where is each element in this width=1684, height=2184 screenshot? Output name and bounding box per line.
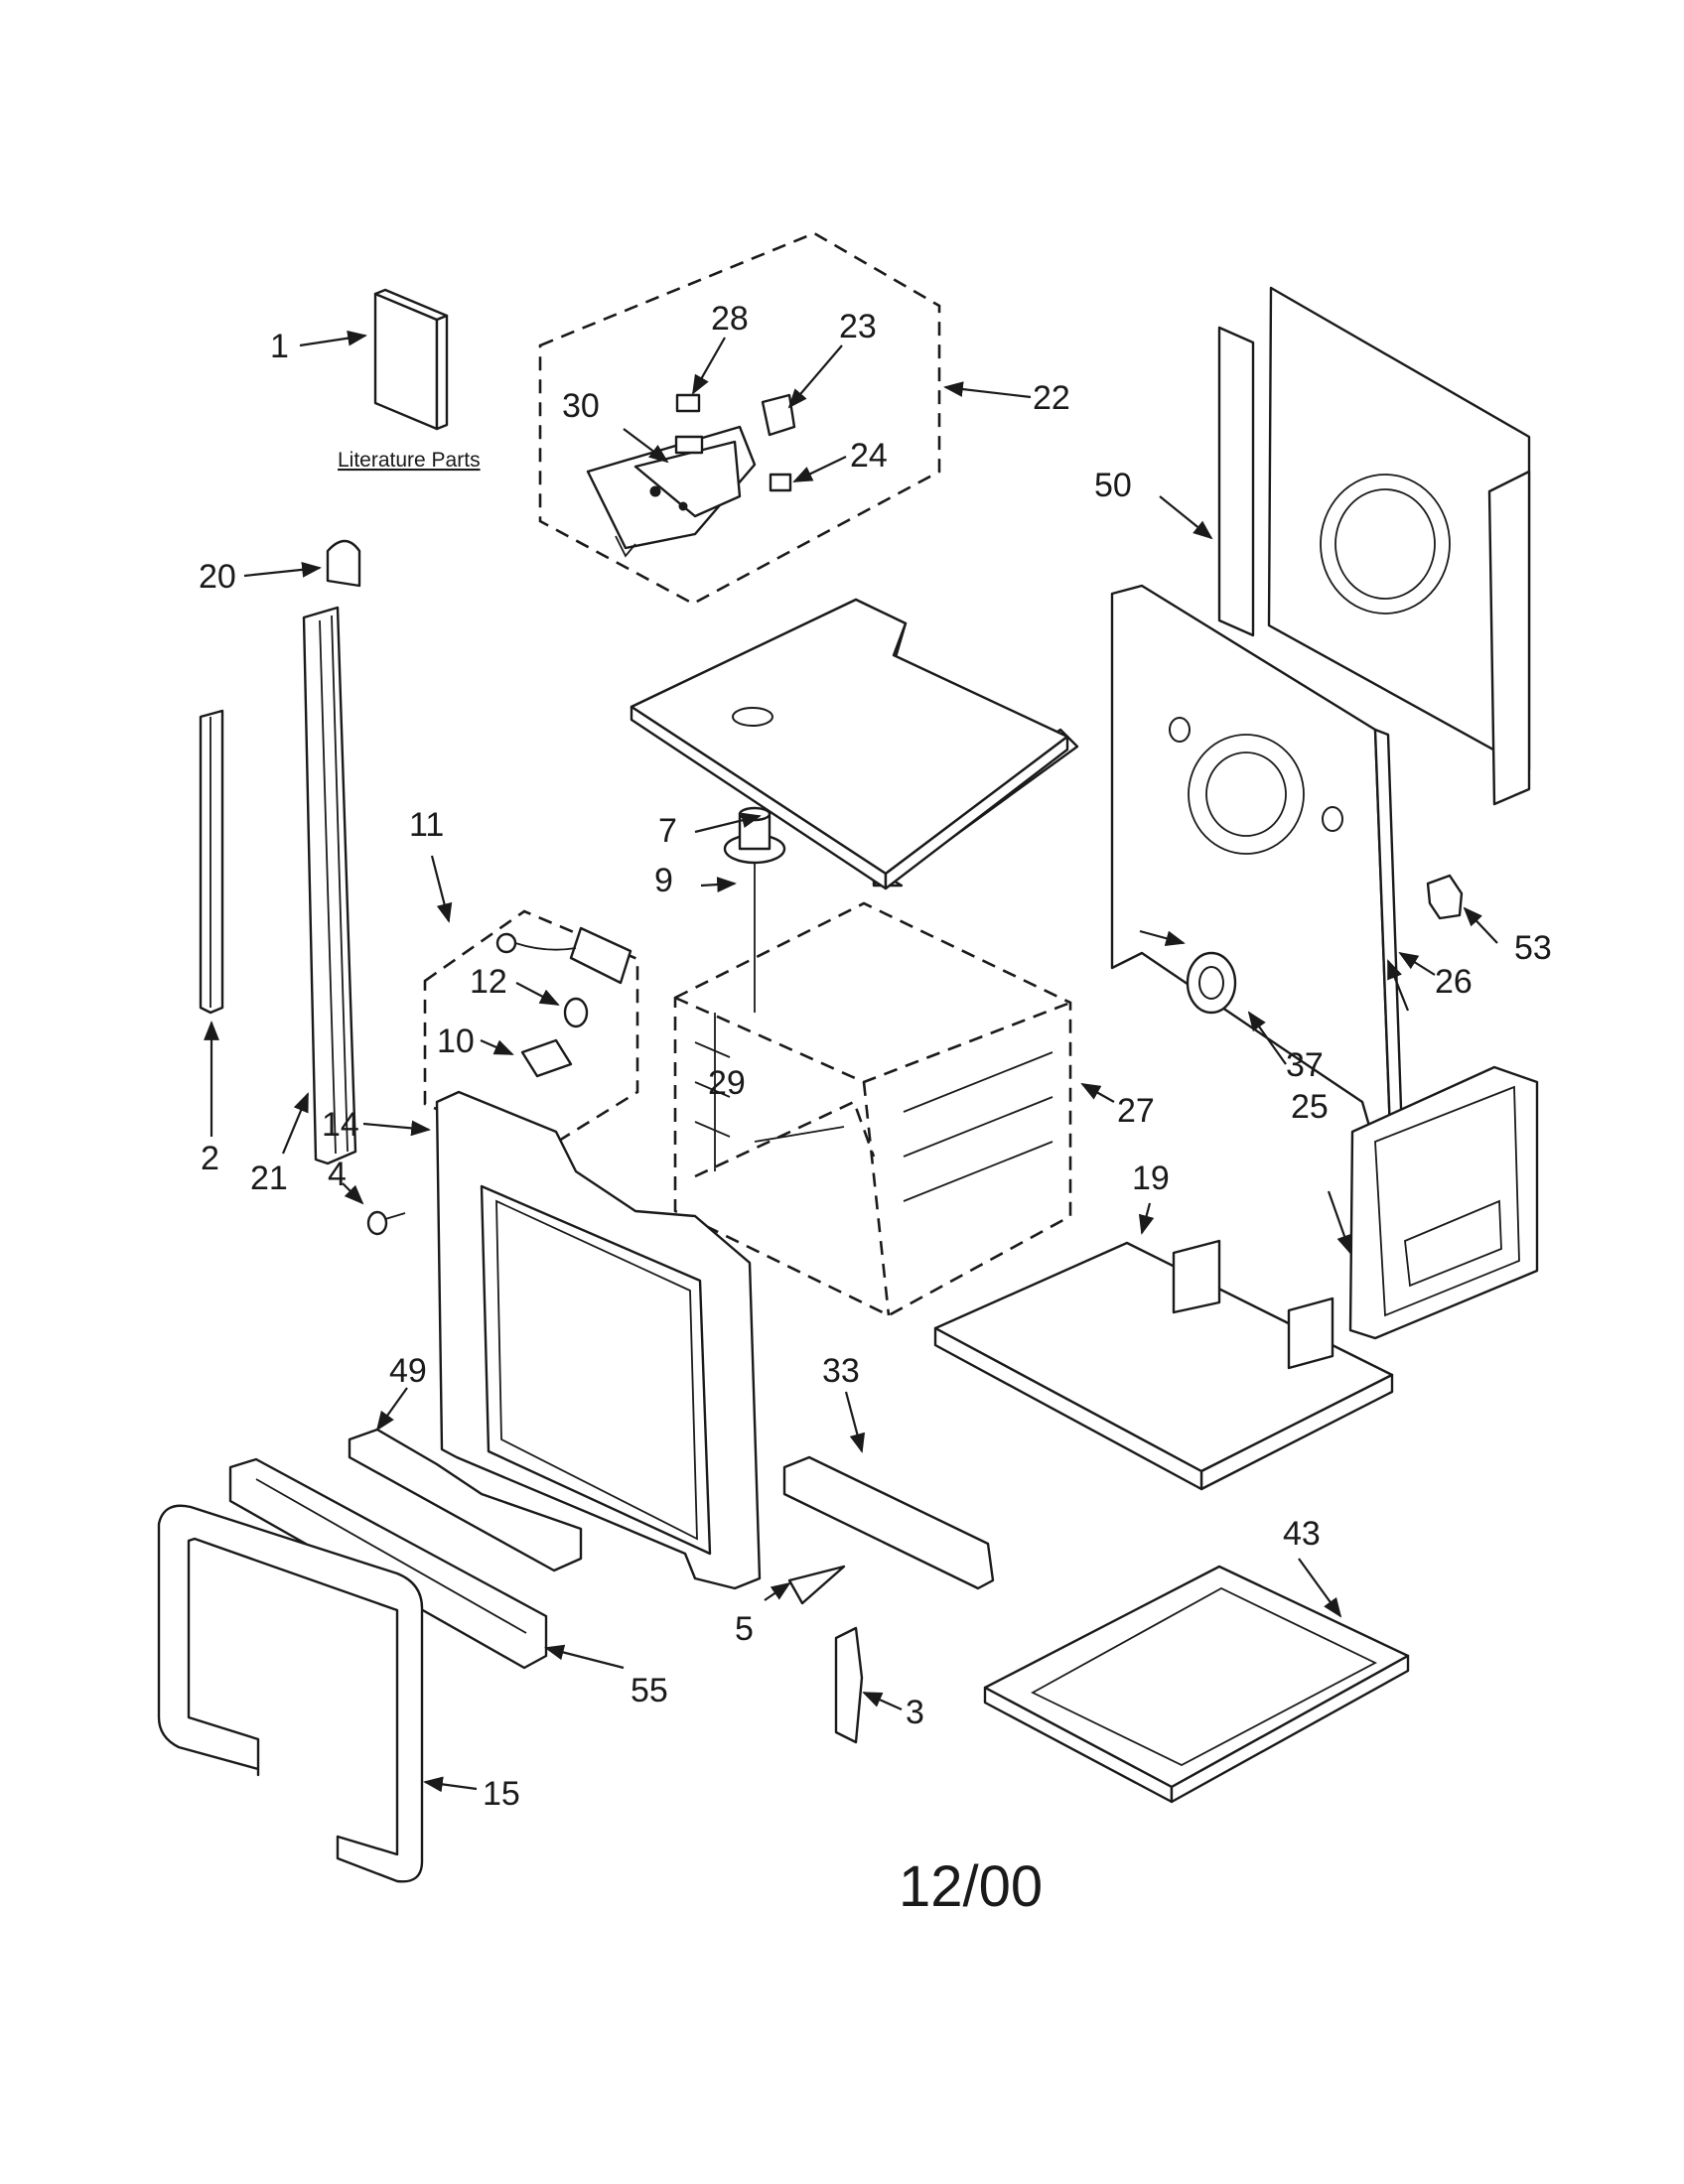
part-14-front-frame (435, 1090, 762, 1590)
callout-20: 20 (199, 558, 236, 596)
callout-5: 5 (735, 1610, 754, 1648)
part-37-gasket (1186, 951, 1237, 1015)
callout-23: 23 (839, 308, 877, 345)
part-22-control-assembly (538, 231, 941, 606)
part-43-bottom-frame (983, 1565, 1410, 1804)
callout-43: 43 (1283, 1515, 1321, 1553)
callout-15: 15 (483, 1775, 520, 1813)
callout-26: 26 (1435, 963, 1473, 1001)
callout-28: 28 (711, 300, 749, 338)
callout-4: 4 (328, 1156, 347, 1193)
date-code: 12/00 (899, 1854, 1043, 1919)
callout-11: 11 (409, 806, 444, 844)
part-4-screw (366, 1210, 406, 1236)
part-53-bracket (1426, 874, 1464, 920)
part-15-gasket (157, 1504, 424, 1883)
part-19-bottom-panel (933, 1239, 1394, 1491)
callout-22: 22 (1033, 379, 1070, 417)
part-33-bracket (782, 1455, 995, 1590)
callout-25: 25 (1291, 1088, 1329, 1126)
callout-12: 12 (470, 963, 507, 1001)
callout-53: 53 (1514, 929, 1552, 967)
part-5-gusset (787, 1565, 846, 1605)
callout-21: 21 (250, 1160, 288, 1197)
part-25-side-panel (1348, 1065, 1539, 1340)
part-9-fan (723, 806, 786, 1013)
callout-37: 37 (1286, 1046, 1324, 1084)
callout-14: 14 (322, 1106, 359, 1144)
part-27-oven-liner (673, 901, 1072, 1317)
callout-29: 29 (708, 1064, 746, 1102)
callout-55: 55 (631, 1672, 668, 1709)
part-50-rear-panel (1217, 286, 1531, 806)
callout-7: 7 (658, 812, 677, 850)
callout-1: 1 (270, 328, 289, 365)
part-11-light-assembly (423, 909, 639, 1156)
part-2-side-trim (199, 709, 224, 1015)
part-3-bracket (834, 1626, 864, 1744)
callout-49: 49 (389, 1352, 427, 1390)
part-20-end-cap (326, 539, 361, 588)
callout-30: 30 (562, 387, 600, 425)
callout-27: 27 (1117, 1092, 1155, 1130)
callout-33: 33 (822, 1352, 860, 1390)
part-21-side-trim (302, 606, 357, 1165)
leader-lines (204, 330, 1498, 1793)
callout-10: 10 (437, 1023, 475, 1060)
callouts: 1 22 28 23 30 24 20 50 7 9 11 12 10 2 21… (199, 300, 1552, 1813)
callout-24: 24 (850, 437, 888, 475)
part-1-literature (373, 288, 449, 431)
callout-9: 9 (654, 862, 673, 899)
part-49-trim (348, 1428, 583, 1572)
callout-3: 3 (906, 1694, 924, 1731)
callout-19: 19 (1132, 1160, 1170, 1197)
part-7-top-panel (630, 598, 1079, 890)
callout-50: 50 (1094, 467, 1132, 504)
literature-parts-label: Literature Parts (338, 449, 481, 472)
callout-2: 2 (201, 1140, 219, 1177)
